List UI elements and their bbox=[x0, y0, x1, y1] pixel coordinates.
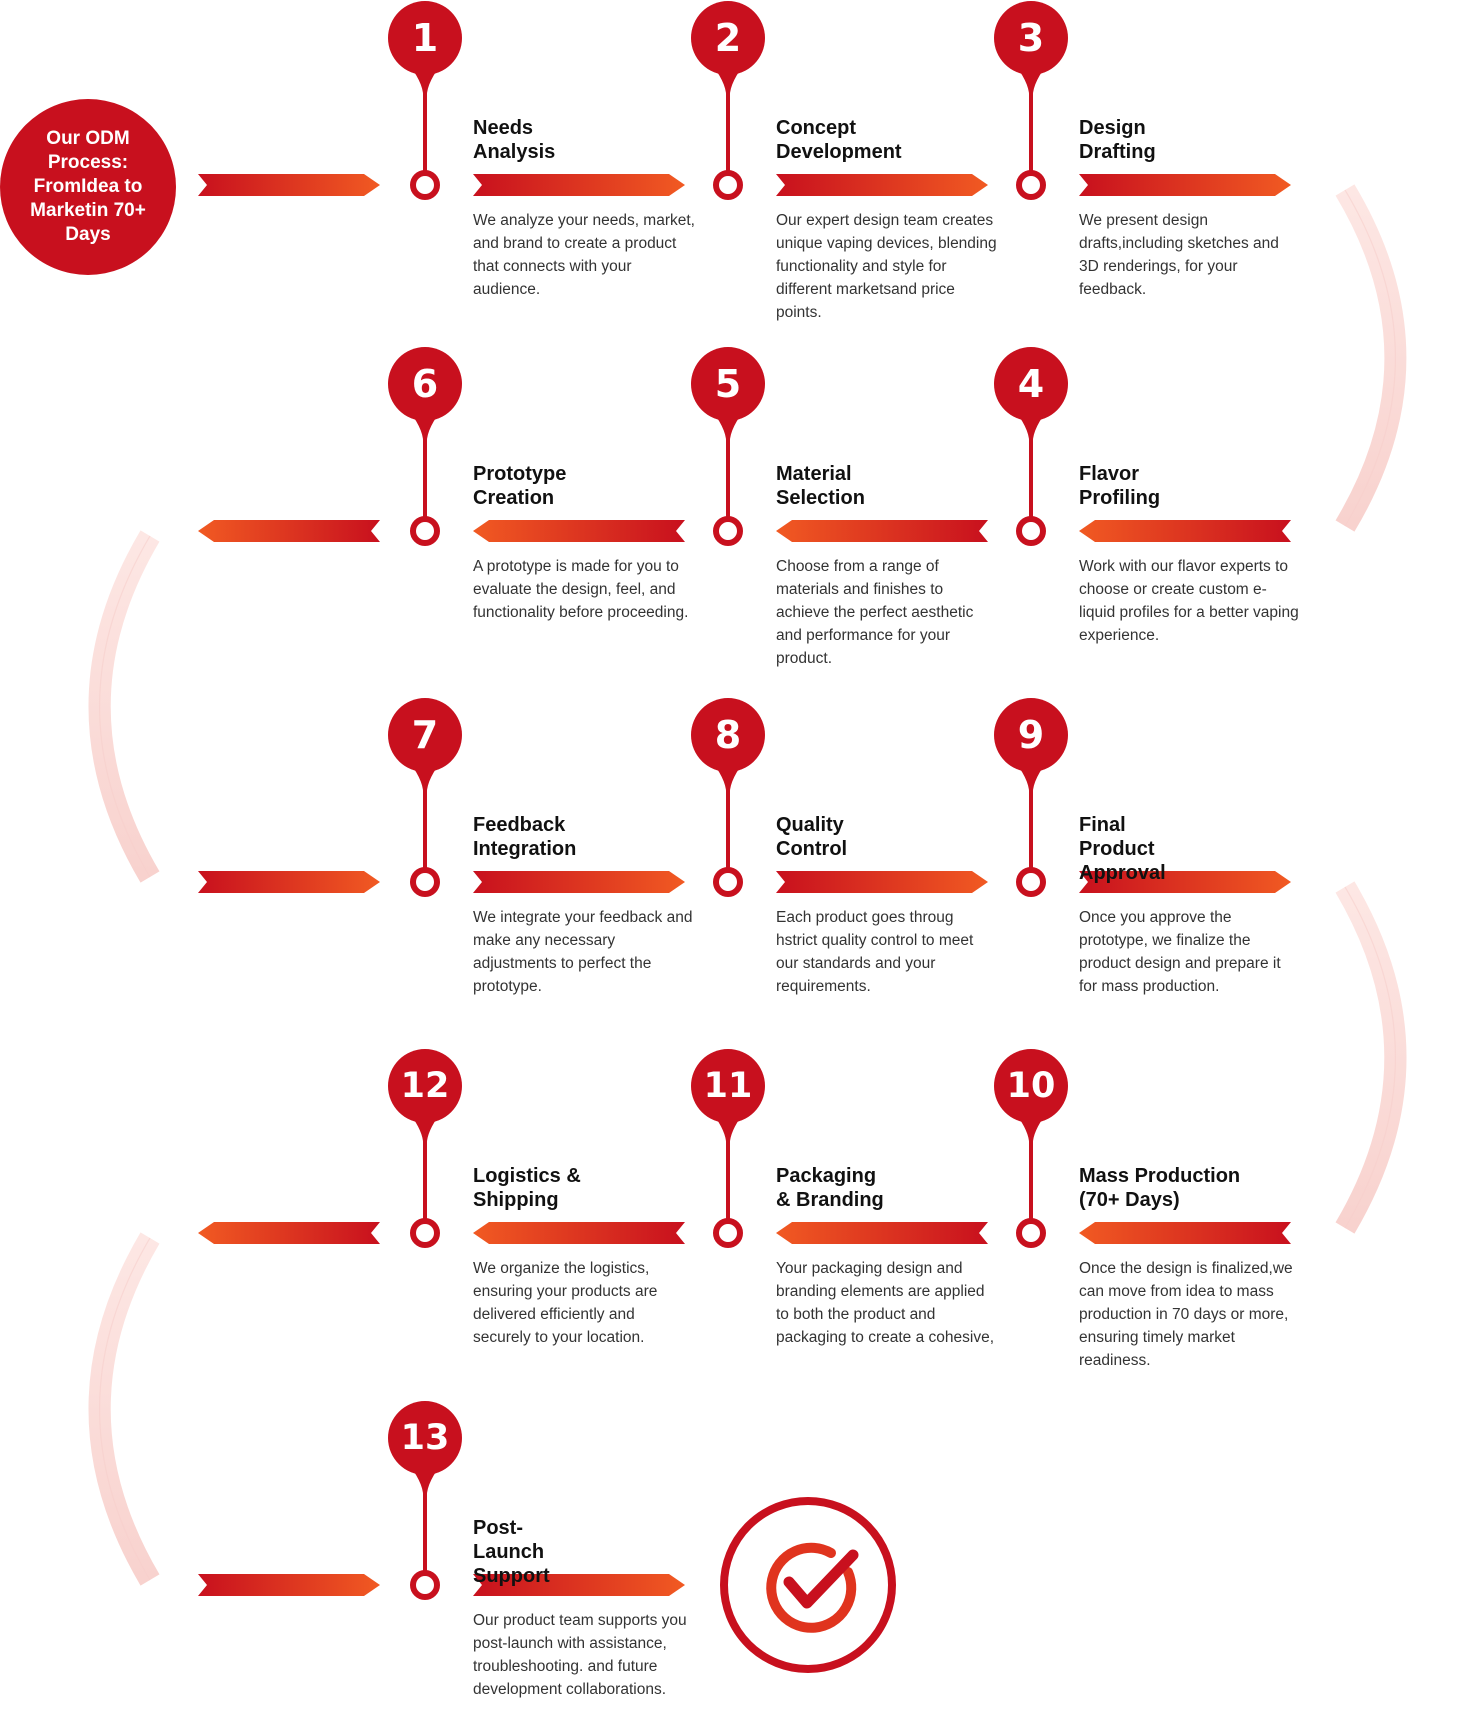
step-10-description: Once the design is finalized,we can move… bbox=[1079, 1260, 1293, 1369]
step-2-pin bbox=[691, 1, 765, 200]
ribbon-arrow-row5-1 bbox=[198, 1574, 380, 1596]
ribbon-arrow-row2-2 bbox=[473, 520, 685, 542]
ribbon-arrow-row3-4 bbox=[1079, 871, 1291, 893]
ribbon-arrow-row4-1 bbox=[198, 1222, 380, 1244]
step-1-title: Needs Analysis bbox=[473, 117, 556, 163]
step-8-description: Each product goes throug hstrict quality… bbox=[776, 909, 974, 995]
ribbon-arrow-row4-3 bbox=[776, 1222, 988, 1244]
step-9-number: 9 bbox=[1017, 713, 1045, 757]
step-10-title: Mass Production (70+ Days) bbox=[1079, 1165, 1241, 1211]
step-10-number: 10 bbox=[1006, 1066, 1056, 1106]
step-7-description: We integrate your feedback and make any … bbox=[473, 909, 693, 995]
step-1-pin bbox=[388, 1, 462, 200]
ribbon-arrow-row1-2 bbox=[473, 174, 685, 196]
step-13-pin bbox=[388, 1401, 462, 1600]
step-8-pin bbox=[691, 698, 765, 897]
step-8-number: 8 bbox=[714, 713, 742, 757]
step-2-number: 2 bbox=[714, 16, 742, 60]
step-13-number: 13 bbox=[400, 1418, 450, 1458]
step-10-pin bbox=[994, 1049, 1068, 1248]
step-13-title: Post-Launch Support bbox=[473, 1517, 550, 1587]
ribbon-arrow-row2-3 bbox=[776, 520, 988, 542]
step-5-title: Material Selection bbox=[776, 463, 865, 509]
step-6-title: Prototype Creation bbox=[473, 463, 567, 509]
end-badge bbox=[720, 1497, 896, 1673]
ribbon-arrow-row4-4 bbox=[1079, 1222, 1291, 1244]
step-11-description: Your packaging design and branding eleme… bbox=[776, 1260, 994, 1346]
step-11-number: 11 bbox=[703, 1066, 753, 1106]
step-7-pin bbox=[388, 698, 462, 897]
intro-title: Our ODM Process: FromIdea to Marketin 70… bbox=[30, 128, 146, 245]
step-6-description: A prototype is made for you to evaluate … bbox=[473, 558, 689, 621]
step-6-pin bbox=[388, 347, 462, 546]
step-4-number: 4 bbox=[1017, 362, 1045, 406]
ribbon-arrow-row3-3 bbox=[776, 871, 988, 893]
step-4-pin bbox=[994, 347, 1068, 546]
step-12-number: 12 bbox=[400, 1066, 450, 1106]
step-7-number: 7 bbox=[411, 713, 439, 757]
step-3-description: We present design drafts,including sketc… bbox=[1079, 212, 1279, 298]
step-5-pin bbox=[691, 347, 765, 546]
ribbon-arrow-row5-2 bbox=[473, 1574, 685, 1596]
step-12-title: Logistics & Shipping bbox=[473, 1165, 581, 1211]
step-12-description: We organize the logistics, ensuring your… bbox=[473, 1260, 658, 1346]
step-1-description: We analyze your needs, market, and brand… bbox=[473, 212, 695, 298]
step-2-description: Our expert design team creates unique va… bbox=[776, 212, 997, 321]
step-3-title: Design Drafting bbox=[1079, 117, 1156, 163]
step-7-title: Feedback Integration bbox=[473, 814, 577, 860]
step-11-title: Packaging & Branding bbox=[776, 1165, 884, 1211]
step-3-number: 3 bbox=[1017, 16, 1045, 60]
step-4-title: Flavor Profiling bbox=[1079, 463, 1161, 509]
step-2-title: Concept Development bbox=[776, 117, 902, 163]
step-9-pin bbox=[994, 698, 1068, 897]
ribbon-arrow-row3-1 bbox=[198, 871, 380, 893]
intro-badge: Our ODM Process: FromIdea to Marketin 70… bbox=[0, 99, 176, 275]
step-9-description: Once you approve the prototype, we final… bbox=[1079, 909, 1281, 995]
step-5-description: Choose from a range of materials and fin… bbox=[776, 558, 974, 667]
step-9-title: Final Product Approval bbox=[1079, 814, 1166, 884]
step-11-pin bbox=[691, 1049, 765, 1248]
ribbon-arrow-row2-4 bbox=[1079, 520, 1291, 542]
step-12-pin bbox=[388, 1049, 462, 1248]
ribbon-arrow-row1-1 bbox=[198, 174, 380, 196]
step-5-number: 5 bbox=[714, 362, 742, 406]
check-circle-icon bbox=[766, 1542, 859, 1633]
ribbon-arrow-row1-3 bbox=[776, 174, 988, 196]
step-8-title: Quality Control bbox=[776, 814, 848, 860]
step-1-number: 1 bbox=[411, 16, 439, 60]
step-4-description: Work with our flavor experts to choose o… bbox=[1079, 558, 1299, 644]
step-6-number: 6 bbox=[411, 362, 439, 406]
step-13-description: Our product team supports you post-launc… bbox=[473, 1612, 687, 1698]
ribbon-arrow-row4-2 bbox=[473, 1222, 685, 1244]
ribbon-arrow-row1-4 bbox=[1079, 174, 1291, 196]
ribbon-arrow-row2-1 bbox=[198, 520, 380, 542]
step-3-pin bbox=[994, 1, 1068, 200]
ribbon-arrow-row3-2 bbox=[473, 871, 685, 893]
